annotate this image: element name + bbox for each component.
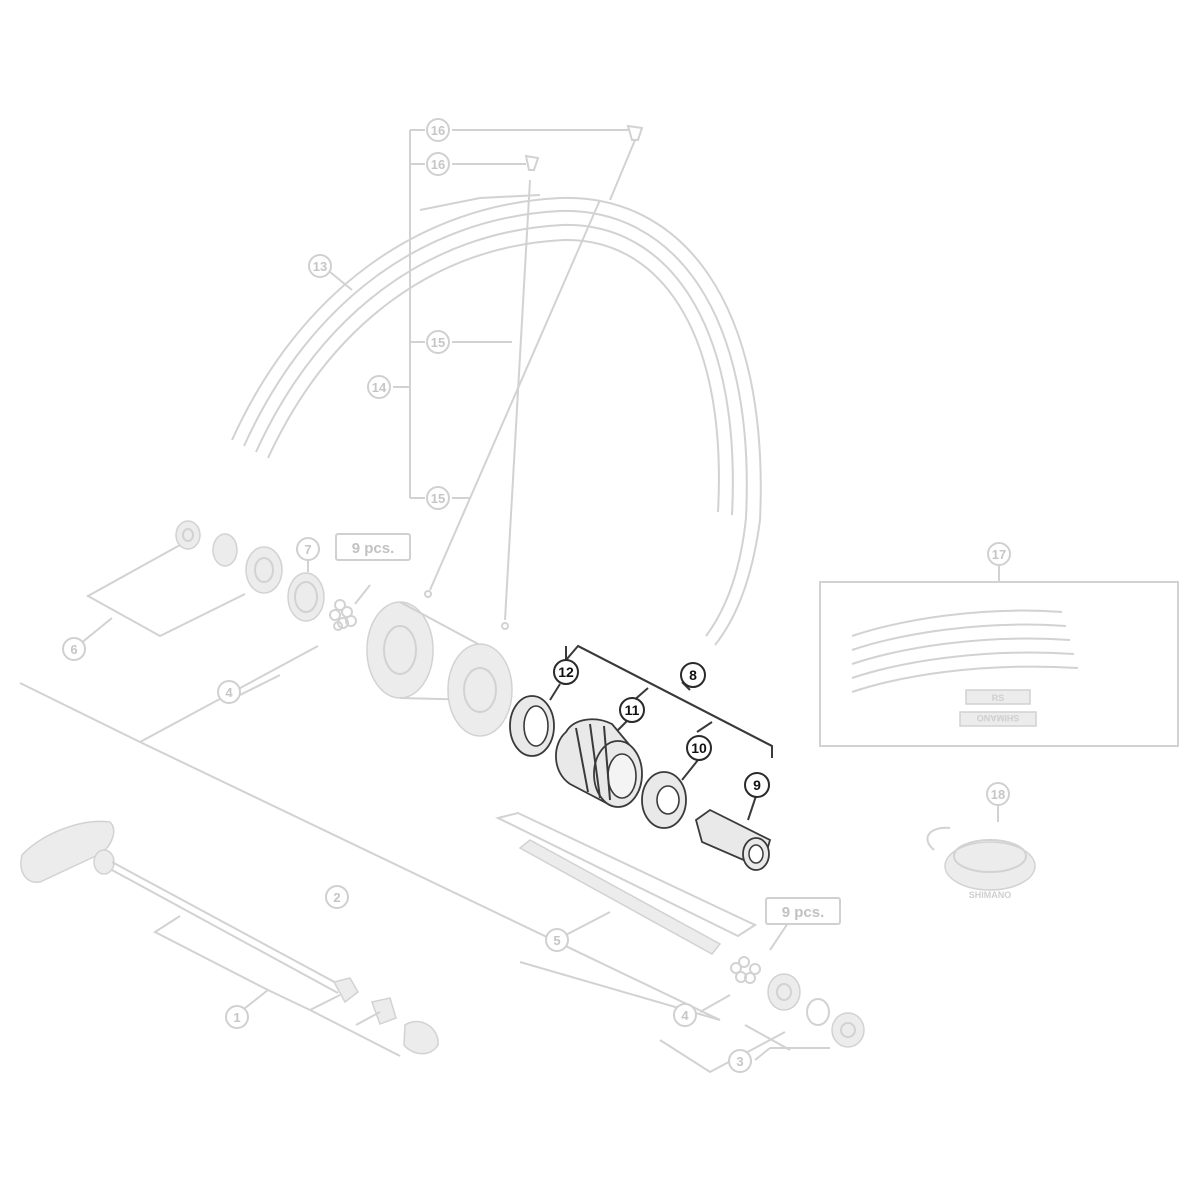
spoke-bracket-lines — [329, 129, 628, 499]
hub-right-parts — [659, 919, 865, 1074]
svg-text:7: 7 — [304, 542, 311, 557]
callout-9: 9 — [744, 772, 770, 798]
callout-14: 14 — [367, 375, 391, 399]
svg-text:4: 4 — [225, 685, 233, 700]
freehub-body — [555, 718, 643, 808]
svg-text:3: 3 — [736, 1054, 743, 1069]
callout-3: 3 — [728, 1049, 752, 1073]
callout-2: 2 — [325, 885, 349, 909]
washer — [641, 771, 687, 829]
callout-16-top: 16 — [426, 118, 450, 142]
svg-text:9: 9 — [753, 777, 761, 793]
svg-text:12: 12 — [558, 664, 574, 680]
svg-text:2: 2 — [333, 890, 340, 905]
callout-1: 1 — [225, 1005, 249, 1029]
callout-12: 12 — [553, 659, 579, 685]
svg-text:10: 10 — [691, 740, 707, 756]
quick-release — [20, 820, 439, 1057]
qty-label-upper-text: 9 pcs. — [352, 540, 395, 557]
callout-11: 11 — [619, 697, 645, 723]
svg-text:13: 13 — [313, 259, 327, 274]
svg-text:5: 5 — [553, 933, 560, 948]
svg-text:8: 8 — [689, 667, 697, 683]
svg-text:1: 1 — [233, 1010, 240, 1025]
svg-text:16: 16 — [431, 157, 445, 172]
svg-text:11: 11 — [625, 702, 640, 718]
svg-text:6: 6 — [70, 642, 77, 657]
spacer-ring — [509, 695, 555, 757]
nipples — [524, 124, 644, 171]
qty-label-lower-text: 9 pcs. — [782, 904, 825, 921]
svg-text:15: 15 — [431, 491, 445, 506]
spacer-tube — [694, 808, 772, 871]
callout-15-lower: 15 — [426, 486, 450, 510]
qty-label-lower: 9 pcs. — [765, 897, 841, 925]
callout-13: 13 — [308, 254, 332, 278]
callout-8: 8 — [680, 662, 706, 688]
svg-text:18: 18 — [991, 787, 1005, 802]
freehub-assembly — [509, 644, 773, 871]
bearing-balls-upper — [329, 599, 357, 631]
rim — [231, 194, 762, 646]
spokes — [424, 139, 636, 630]
svg-text:15: 15 — [431, 335, 445, 350]
callout-10: 10 — [686, 735, 712, 761]
bearing-balls-lower — [730, 956, 761, 984]
callout-16-second: 16 — [426, 152, 450, 176]
left-leader-lines — [19, 544, 721, 1021]
callout-4-upper: 4 — [217, 680, 241, 704]
svg-text:14: 14 — [372, 380, 387, 395]
callout-4-lower: 4 — [673, 1003, 697, 1027]
qty-label-upper: 9 pcs. — [335, 533, 411, 561]
callout-17: 17 — [987, 542, 1011, 566]
decal-set-box: RS SHIMANO — [819, 566, 1179, 747]
svg-text:4: 4 — [681, 1008, 689, 1023]
callout-7: 7 — [296, 537, 320, 561]
callout-18: 18 — [986, 782, 1010, 806]
decal-brand-text: SHIMANO — [977, 713, 1020, 723]
svg-text:16: 16 — [431, 123, 445, 138]
callout-5: 5 — [545, 928, 569, 952]
tape-brand-text: SHIMANO — [969, 890, 1012, 900]
callout-15-upper: 15 — [426, 330, 450, 354]
hub-left-parts — [175, 520, 513, 737]
callout-6: 6 — [62, 637, 86, 661]
decal-badge-text: RS — [992, 693, 1005, 703]
rim-tape: SHIMANO — [926, 806, 1036, 900]
svg-text:17: 17 — [992, 547, 1006, 562]
